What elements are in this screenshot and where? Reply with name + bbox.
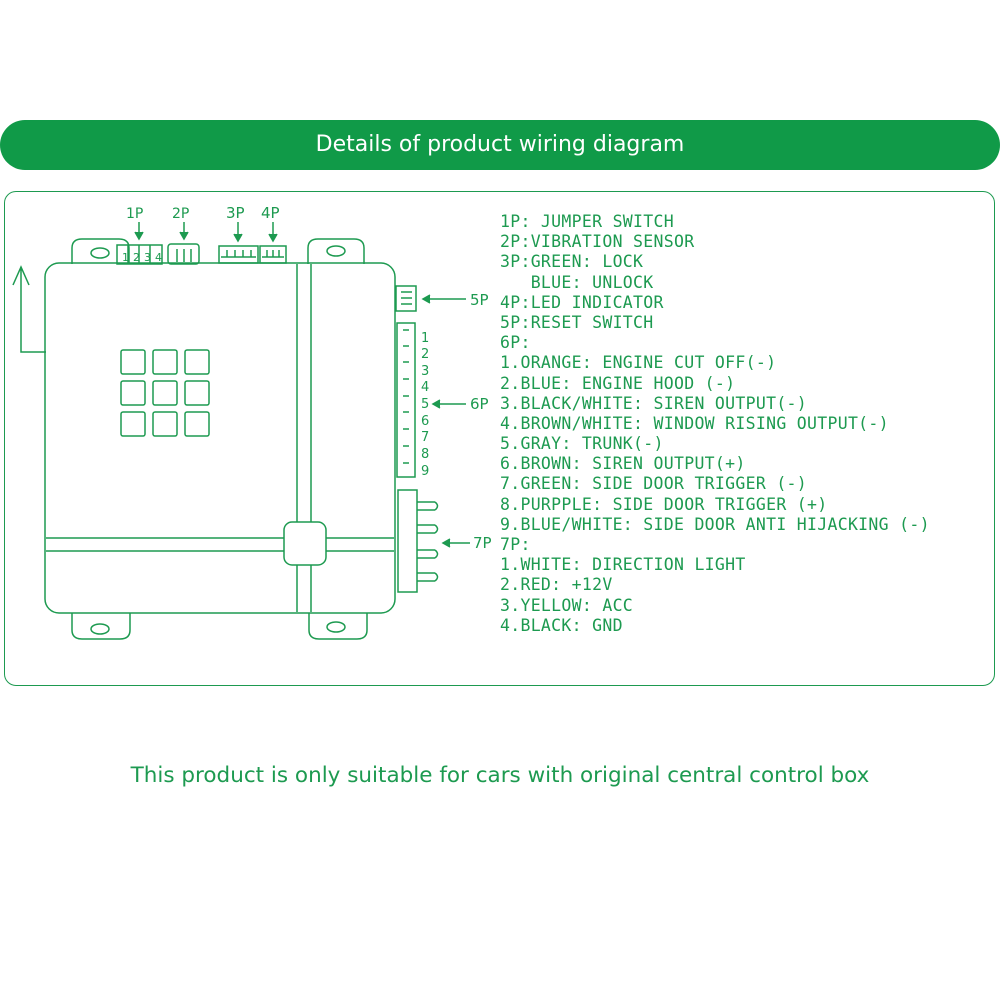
arrow-icon — [233, 222, 243, 243]
arrow-icon — [179, 222, 189, 241]
legend-line: 5.GRAY: TRUNK(-) — [500, 434, 664, 454]
pin-number: 3 — [421, 364, 429, 379]
legend-line: 4P:LED INDICATOR — [500, 292, 664, 312]
arrow-icon — [431, 399, 466, 409]
pin-number: 9 — [421, 464, 429, 479]
arrow-icon — [441, 538, 470, 548]
label-6p: 6P — [470, 395, 489, 413]
legend-line: 8.PURPPLE: SIDE DOOR TRIGGER (+) — [500, 494, 828, 514]
legend-line: 9.BLUE/WHITE: SIDE DOOR ANTI HIJACKING (… — [500, 514, 930, 534]
connector-7p-power — [397, 489, 439, 593]
label-5p: 5P — [470, 291, 489, 309]
arrow-icon — [421, 294, 466, 304]
legend-line: 2.BLUE: ENGINE HOOD (-) — [500, 373, 736, 393]
label-3p: 3P — [226, 204, 245, 222]
label-4p: 4P — [261, 204, 280, 222]
connector-2p-vibration-sensor — [167, 243, 200, 265]
legend-line: 1.WHITE: DIRECTION LIGHT — [500, 555, 746, 575]
pin-number: 2 — [421, 347, 429, 362]
switch-digit: 2 — [133, 251, 140, 264]
label-1p: 1P — [126, 206, 143, 222]
pin-number: 1 — [421, 331, 429, 346]
legend-line: 1.ORANGE: ENGINE CUT OFF(-) — [500, 353, 777, 373]
legend-line: 7P: — [500, 535, 531, 554]
pin-number: 4 — [421, 380, 429, 395]
arrow-icon — [134, 222, 144, 241]
legend-line: 2P:VIBRATION SENSOR — [500, 232, 695, 252]
legend-line: 7.GREEN: SIDE DOOR TRIGGER (-) — [500, 474, 808, 494]
legend-line: 3.YELLOW: ACC — [500, 595, 634, 615]
keypad-grid — [120, 349, 210, 437]
pin-number: 7 — [421, 430, 429, 445]
mounting-ear-bottom-left — [71, 613, 131, 640]
legend-line: 3.BLACK/WHITE: SIREN OUTPUT(-) — [500, 393, 808, 413]
legend-line: 3P:GREEN: LOCK — [500, 252, 644, 272]
switch-digit: 1 — [122, 251, 129, 264]
connector-1p-jumper-switch — [116, 244, 163, 265]
arrow-icon — [268, 222, 278, 243]
connector-3p-lock-unlock — [218, 245, 259, 264]
switch-digit: 3 — [144, 251, 151, 264]
legend-line: 4.BLACK: GND — [500, 615, 623, 635]
pin-number: 6 — [421, 414, 429, 429]
diagram-frame — [4, 191, 995, 686]
legend-line: 1P: JUMPER SWITCH — [500, 212, 674, 231]
mounting-ear-bottom-right — [308, 613, 368, 640]
connector-6p-9pin — [396, 322, 416, 478]
control-box-seams — [46, 264, 394, 612]
connector-4p-led-indicator — [259, 245, 287, 264]
mounting-ear-top-left — [71, 238, 130, 264]
label-2p: 2P — [172, 206, 189, 222]
control-box-body — [44, 262, 396, 614]
pin-number: 5 — [421, 397, 429, 412]
legend-line: 4.BROWN/WHITE: WINDOW RISING OUTPUT(-) — [500, 413, 889, 433]
header-banner: Details of product wiring diagram — [0, 120, 1000, 170]
antenna-icon — [12, 265, 46, 353]
legend-line: 6P: — [500, 333, 531, 353]
compatibility-note: This product is only suitable for cars w… — [130, 763, 870, 788]
legend-line: 5P:RESET SWITCH — [500, 312, 654, 332]
page-title: Details of product wiring diagram — [315, 132, 685, 157]
wiring-legend: 1P: JUMPER SWITCH 2P:VIBRATION SENSOR 3P… — [500, 212, 930, 636]
mounting-ear-top-right — [307, 238, 365, 264]
legend-line: 2.RED: +12V — [500, 575, 613, 595]
switch-digit: 4 — [155, 251, 162, 264]
connector-5p-reset-switch — [395, 285, 417, 312]
pin-number: 8 — [421, 447, 429, 462]
legend-line: 6.BROWN: SIREN OUTPUT(+) — [500, 454, 746, 474]
label-7p: 7P — [473, 534, 492, 552]
legend-line: BLUE: UNLOCK — [500, 272, 654, 292]
